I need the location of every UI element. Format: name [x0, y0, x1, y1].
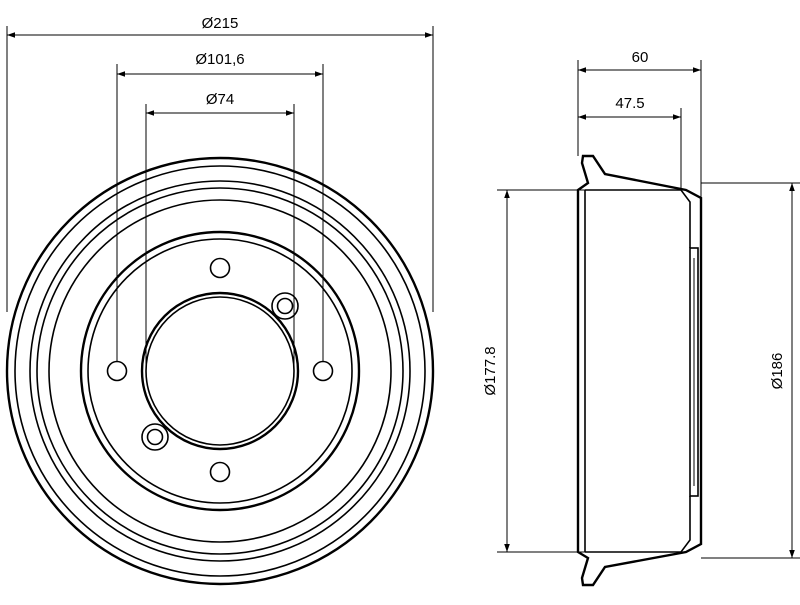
screw-hole-upper-inner: [276, 297, 294, 315]
screw-hole-upper-outer: [271, 292, 299, 320]
bolt-hole-right: [312, 360, 334, 382]
center-bore: [145, 296, 295, 446]
drum-face-ring: [79, 230, 361, 512]
bolt-hole-top: [209, 257, 231, 279]
front-view: Ø215 Ø101,6 Ø74: [5, 15, 435, 586]
drum-inner-ledge-top: [585, 189, 691, 248]
drum-rim-ring-3: [29, 180, 411, 562]
bolt-hole-left: [106, 360, 128, 382]
screw-hole-lower-inner: [146, 428, 164, 446]
drum-rim-ring-2: [14, 165, 426, 577]
label-dim-60: 60: [632, 49, 649, 66]
hub-face: [689, 247, 699, 497]
drum-rim-ring-4: [36, 187, 404, 555]
label-dim-74: Ø74: [206, 91, 234, 108]
label-dim-186: Ø186: [769, 353, 786, 390]
bolt-hole-bottom: [209, 461, 231, 483]
label-dim-101: Ø101,6: [195, 51, 244, 68]
center-bore-outer: [140, 291, 300, 451]
label-dim-47: 47.5: [615, 95, 644, 112]
drum-outer-rim: [5, 156, 435, 586]
drum-face-ring-inner: [87, 238, 353, 504]
screw-hole-lower-outer: [141, 423, 169, 451]
drum-inner-ledge-bottom: [585, 496, 691, 553]
label-dim-215: Ø215: [202, 15, 239, 32]
label-dim-177: Ø177.8: [482, 346, 499, 395]
drum-profile-outer: [576, 154, 703, 587]
side-view: 60 47.5 Ø177.8 Ø186: [482, 49, 800, 587]
drum-rim-ring-5: [48, 199, 392, 543]
